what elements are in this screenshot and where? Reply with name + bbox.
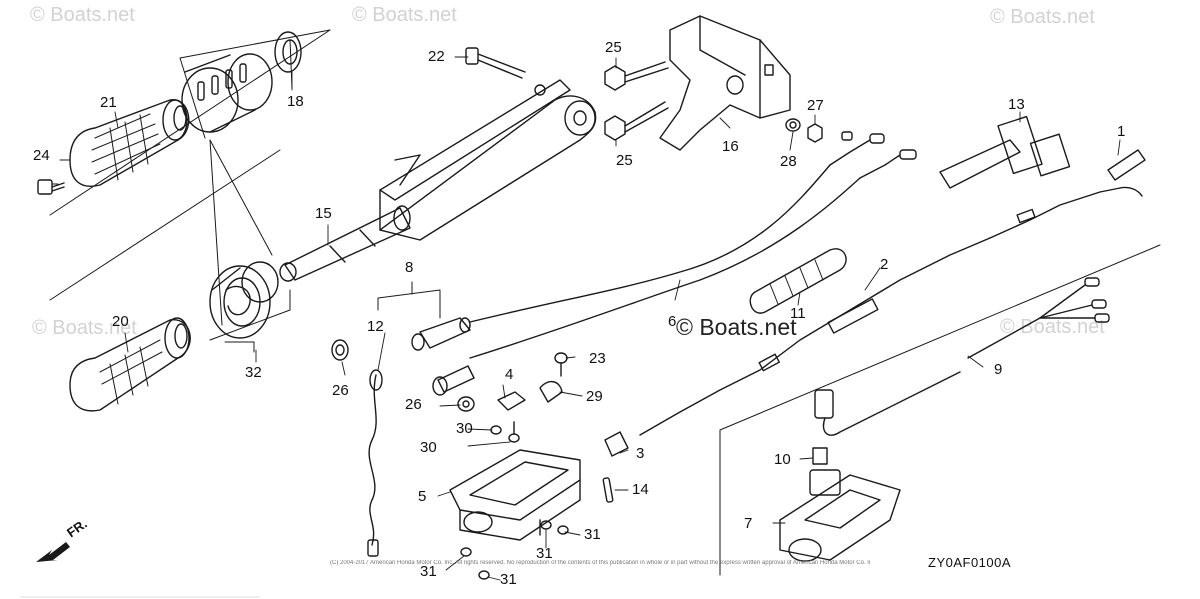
bolt-25-upper <box>604 61 669 91</box>
copyright-text: (C) 2004-2017 American Honda Motor Co. I… <box>330 560 870 566</box>
callout-label[interactable]: 30 <box>420 439 437 456</box>
callout-label[interactable]: 27 <box>807 97 824 114</box>
callout-label[interactable]: 5 <box>418 488 427 505</box>
callout-label[interactable]: 16 <box>722 138 739 155</box>
callout-label[interactable]: 26 <box>405 396 422 413</box>
callout-label[interactable]: 31 <box>500 571 517 588</box>
nut-27 <box>807 123 823 143</box>
wire-9 <box>967 277 1110 359</box>
diagram-code: ZY0AF0100A <box>928 555 1012 570</box>
leader-lines <box>51 56 1121 581</box>
callout-label[interactable]: 25 <box>616 152 633 169</box>
callout-label[interactable]: 15 <box>315 205 332 222</box>
tray-7 <box>779 469 901 562</box>
center-watermark: © Boats.net <box>676 314 797 340</box>
callout-label[interactable]: 25 <box>605 39 622 56</box>
switch-box-10 <box>812 447 828 465</box>
connector-13 <box>939 115 1071 189</box>
callout-label[interactable]: 30 <box>456 420 473 437</box>
callout-label[interactable]: 8 <box>405 259 414 276</box>
stop-cable-6 <box>469 131 917 359</box>
holder-3 <box>604 431 629 457</box>
ring-part-18 <box>274 31 302 73</box>
watermark: © Boats.net <box>30 4 135 26</box>
bolt-24 <box>37 179 65 195</box>
bolt-22 <box>465 47 546 96</box>
callout-bracket-8 <box>377 281 441 319</box>
callout-label[interactable]: 10 <box>774 451 791 468</box>
nut-26 <box>331 339 349 361</box>
cord-10 <box>814 371 961 436</box>
clip-1 <box>1107 149 1146 181</box>
plate-4 <box>497 391 526 411</box>
callout-label[interactable]: 7 <box>744 515 753 532</box>
callout-label[interactable]: 31 <box>536 545 553 562</box>
callout-label[interactable]: 22 <box>428 48 445 65</box>
tiller-arm <box>279 79 597 282</box>
callout-label[interactable]: 23 <box>589 350 606 367</box>
callout-label[interactable]: 24 <box>33 147 50 164</box>
tray-5 <box>449 449 581 541</box>
gear-part-32 <box>209 261 279 339</box>
callout-label[interactable]: 20 <box>112 313 129 330</box>
watermark: © Boats.net <box>32 317 137 339</box>
stop-switch-8 <box>411 317 475 396</box>
lanyard-12 <box>367 369 383 557</box>
throttle-cable-2 <box>639 186 1143 436</box>
callout-label[interactable]: 18 <box>287 93 304 110</box>
callout-label[interactable]: 4 <box>505 366 514 383</box>
bracket-16 <box>659 15 791 151</box>
clamp-29 <box>539 381 563 403</box>
callout-label[interactable]: 21 <box>100 94 117 111</box>
pin-14 <box>602 477 614 503</box>
callout-label[interactable]: 31 <box>584 526 601 543</box>
callout-label[interactable]: 12 <box>367 318 384 335</box>
sub-assembly-frame <box>719 244 1161 576</box>
callout-label[interactable]: 32 <box>245 364 262 381</box>
callout-label[interactable]: 1 <box>1117 123 1126 140</box>
watermark: © Boats.net <box>1000 316 1105 338</box>
grommet-11 <box>749 248 847 314</box>
callout-label[interactable]: 13 <box>1008 96 1025 113</box>
callout-label[interactable]: 31 <box>420 563 437 580</box>
callout-label[interactable]: 2 <box>880 256 889 273</box>
screw-23 <box>554 352 568 377</box>
bolt-25-lower <box>604 101 669 141</box>
callout-label[interactable]: 6 <box>668 313 677 330</box>
callout-label[interactable]: 14 <box>632 481 649 498</box>
washer-26 <box>457 396 475 412</box>
screw-30 <box>490 421 520 443</box>
callout-label[interactable]: 28 <box>780 153 797 170</box>
callout-label[interactable]: 9 <box>994 361 1003 378</box>
callout-label[interactable]: 29 <box>586 388 603 405</box>
grip-20 <box>69 317 191 412</box>
washer-28 <box>785 118 801 132</box>
throttle-grip-21 <box>69 99 190 187</box>
front-arrow-icon <box>36 542 70 562</box>
callout-label[interactable]: 3 <box>636 445 645 462</box>
callout-label[interactable]: 11 <box>790 305 806 322</box>
grip-collar <box>181 53 273 133</box>
callout-label[interactable]: 26 <box>332 382 349 399</box>
watermark: © Boats.net <box>352 4 457 26</box>
watermark: © Boats.net <box>990 6 1095 28</box>
screw-31 <box>460 520 569 580</box>
